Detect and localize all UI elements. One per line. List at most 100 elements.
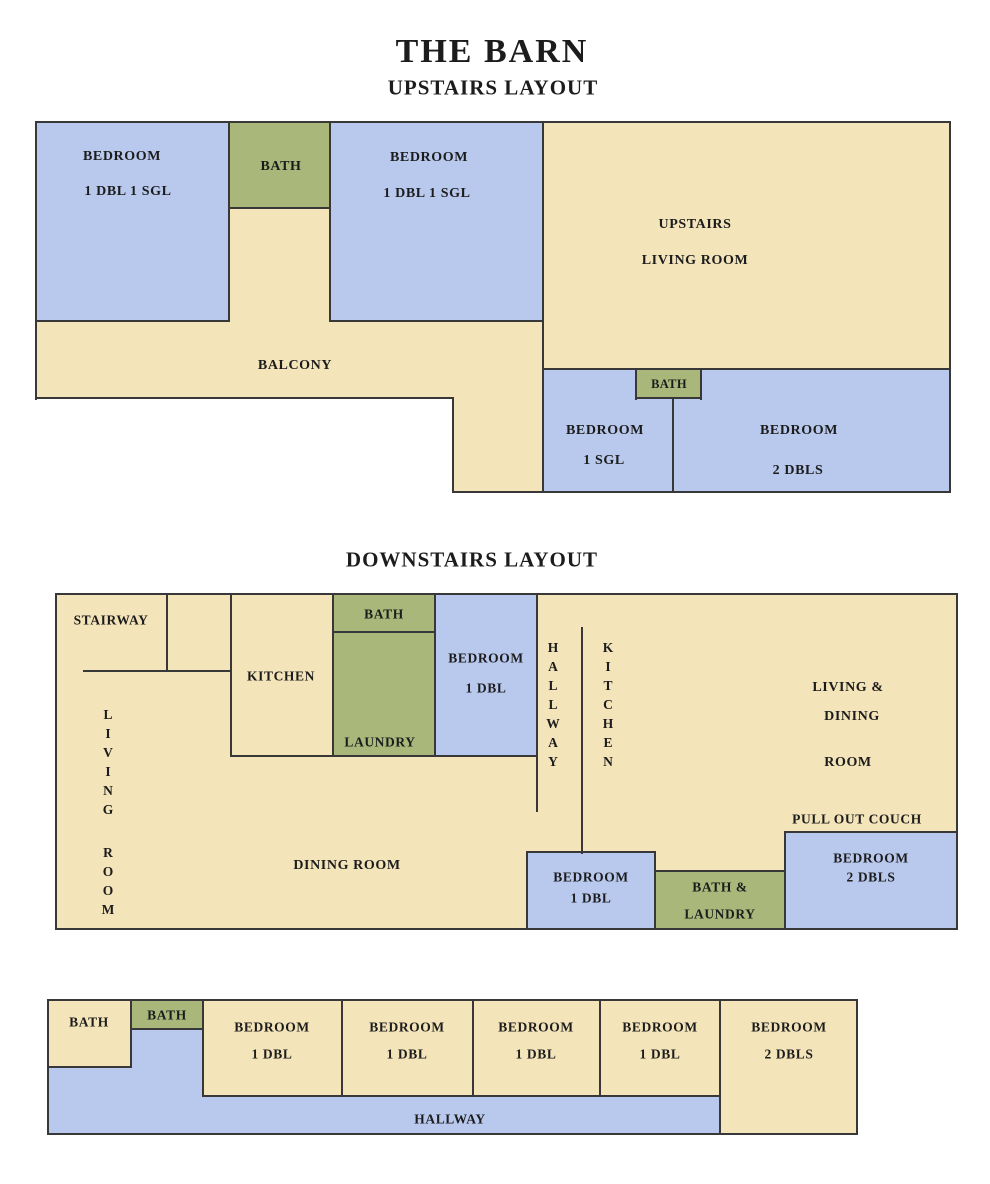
wall [55, 593, 958, 595]
room-annex-bedroom-1 [203, 1001, 342, 1097]
wall [228, 121, 230, 322]
upstairs-living-room-label-2: LIVING ROOM [641, 253, 749, 268]
downstairs-bedroom-s-beds: 1 DBL [570, 890, 612, 906]
annex-bedroom-2-beds: 1 DBL [386, 1046, 428, 1062]
upstairs-heading: UPSTAIRS LAYOUT [387, 75, 599, 100]
downstairs-bath-laundry-label-2: LAUNDRY [684, 906, 756, 922]
room-annex-bath-inner [131, 1001, 203, 1030]
room-annex-bedroom-4 [600, 1001, 720, 1097]
wall [341, 999, 343, 1097]
downstairs-bedroom-mid-beds: 1 DBL [465, 680, 507, 696]
room-upstairs-bedroom-n [330, 122, 543, 321]
wall [329, 320, 544, 322]
wall [202, 999, 204, 1097]
wall [55, 928, 958, 930]
room-downstairs-bath-laundry-n [333, 595, 435, 756]
room-upstairs-bath-s [636, 369, 702, 399]
wall [47, 1133, 858, 1135]
downstairs-bedroom-s-label: BEDROOM [553, 869, 629, 885]
wall [635, 397, 702, 399]
downstairs-bedroom-se-label: BEDROOM [833, 850, 909, 866]
room-upstairs-bedrooms-south [543, 369, 951, 493]
upstairs-bedroom-n-beds: 1 DBL 1 SGL [383, 186, 471, 201]
downstairs-living-dining-label-2: DINING [824, 709, 880, 724]
annex-bedroom-3-beds: 1 DBL [515, 1046, 557, 1062]
room-upstairs-bath-nw [229, 122, 330, 208]
wall [542, 121, 544, 493]
room-downstairs-bedroom-mid [435, 595, 537, 756]
room-upstairs-balcony [35, 321, 543, 398]
wall [35, 397, 454, 399]
downstairs-bath-label: BATH [364, 606, 404, 622]
downstairs-heading: DOWNSTAIRS LAYOUT [345, 547, 599, 572]
upstairs-balcony-label: BALCONY [257, 358, 333, 373]
room-downstairs-bath-laundry-s [655, 872, 785, 929]
downstairs-living-dining-label-1: LIVING & [812, 680, 884, 695]
wall [332, 594, 334, 757]
wall [130, 1028, 204, 1030]
upstairs-bedroom-se-label: BEDROOM [759, 423, 839, 438]
wall [956, 593, 958, 930]
room-downstairs-bedroom-se [785, 833, 958, 929]
wall [542, 368, 951, 370]
wall [55, 593, 57, 930]
downstairs-bath-laundry-label-1: BATH & [692, 879, 748, 895]
room-annex-bedroom-2 [342, 1001, 473, 1097]
wall [472, 999, 474, 1097]
wall [202, 1095, 721, 1097]
room-upstairs-living-room [543, 122, 951, 369]
upstairs-bath-nw-label: BATH [260, 159, 302, 174]
wall [35, 320, 229, 322]
wall [672, 397, 674, 493]
wall [654, 870, 786, 872]
wall [230, 594, 232, 757]
wall [700, 368, 702, 400]
annex-hallway-label: HALLWAY [414, 1111, 486, 1127]
downstairs-room-vertical-label: R O O M [101, 845, 115, 917]
wall [47, 999, 858, 1001]
wall [228, 207, 331, 209]
downstairs-laundry-label: LAUNDRY [344, 734, 416, 750]
wall [35, 121, 37, 400]
wall [536, 594, 538, 812]
wall [654, 851, 656, 930]
annex-bedroom-4-beds: 1 DBL [639, 1046, 681, 1062]
wall [599, 999, 601, 1097]
upstairs-bedroom-s-beds: 1 SGL [583, 453, 625, 468]
wall [166, 594, 168, 672]
wall [581, 627, 583, 854]
wall [452, 397, 454, 493]
downstairs-stairway-label: STAIRWAY [73, 612, 149, 628]
downstairs-hallway-vertical-label: H A L L W A Y [546, 640, 560, 769]
downstairs-bedroom-mid-label: BEDROOM [448, 650, 524, 666]
annex-bedroom-1-label: BEDROOM [234, 1019, 310, 1035]
annex-bath-outer-label: BATH [69, 1014, 109, 1030]
upstairs-bedroom-n-label: BEDROOM [389, 150, 469, 165]
wall [329, 121, 331, 322]
upstairs-living-room-label-1: UPSTAIRS [658, 217, 732, 232]
annex-bedroom-1-beds: 1 DBL [251, 1046, 293, 1062]
wall [452, 491, 951, 493]
downstairs-living-vertical-label: L I V I N G [102, 707, 114, 817]
wall [83, 670, 232, 672]
wall [434, 594, 436, 757]
annex-bedroom-3-label: BEDROOM [498, 1019, 574, 1035]
wall [526, 851, 528, 930]
page-title: THE BARN [395, 33, 589, 70]
upstairs-bedroom-s-label: BEDROOM [565, 423, 645, 438]
downstairs-bedroom-se-beds: 2 DBLS [846, 869, 896, 885]
wall [35, 121, 951, 123]
wall [719, 999, 721, 1135]
annex-bedroom-2-label: BEDROOM [369, 1019, 445, 1035]
wall [784, 831, 958, 833]
room-upstairs-corridor [229, 208, 330, 321]
wall [230, 755, 538, 757]
wall [635, 368, 637, 400]
annex-bedroom-5-label: BEDROOM [751, 1019, 827, 1035]
room-annex-bedroom-3 [473, 1001, 600, 1097]
room-downstairs-bedroom-s [527, 852, 655, 929]
wall [332, 631, 436, 633]
wall [130, 999, 132, 1068]
room-upstairs-balcony-column [452, 398, 543, 493]
